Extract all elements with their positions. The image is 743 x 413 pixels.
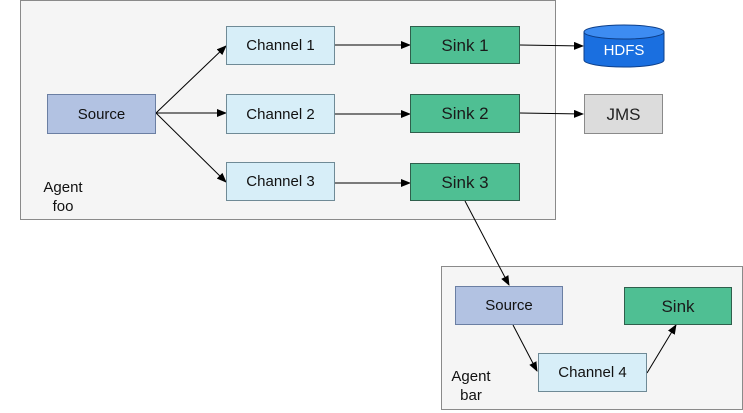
- channel-2-node: Channel 2: [226, 94, 335, 134]
- arrow-sink-2-jms: [519, 109, 584, 118]
- foo-source-node: Source: [47, 94, 156, 134]
- agent-bar-label: Agent bar: [446, 367, 496, 405]
- arrow-bar-source-channel-4: [512, 324, 538, 372]
- arrow-source-channel-1: [155, 45, 227, 114]
- hdfs-label: HDFS: [604, 42, 645, 59]
- agent-bar-label-line-2: bar: [460, 387, 482, 404]
- bar-sink-node: Sink: [624, 287, 732, 325]
- channel-4-node: Channel 4: [538, 353, 647, 392]
- arrow-source-channel-3: [155, 112, 227, 183]
- arrow-sink-1-hdfs: [519, 41, 584, 50]
- agent-bar-label-line-1: Agent: [451, 368, 491, 385]
- agent-foo-label: Agent foo: [38, 178, 88, 216]
- arrow-sink-3-bar-source: [464, 200, 510, 286]
- agent-foo-label-line-1: Agent: [43, 179, 83, 196]
- agent-foo-label-line-2: foo: [52, 198, 74, 215]
- sink-3-node: Sink 3: [410, 163, 520, 201]
- hdfs-database-icon: HDFS: [583, 24, 665, 68]
- bar-source-node: Source: [455, 286, 563, 325]
- channel-1-node: Channel 1: [226, 26, 335, 65]
- arrow-channel-4-bar-sink: [646, 324, 677, 374]
- jms-destination-node: JMS: [584, 94, 663, 134]
- sink-1-node: Sink 1: [410, 26, 520, 64]
- channel-3-node: Channel 3: [226, 162, 335, 201]
- sink-2-node: Sink 2: [410, 94, 520, 133]
